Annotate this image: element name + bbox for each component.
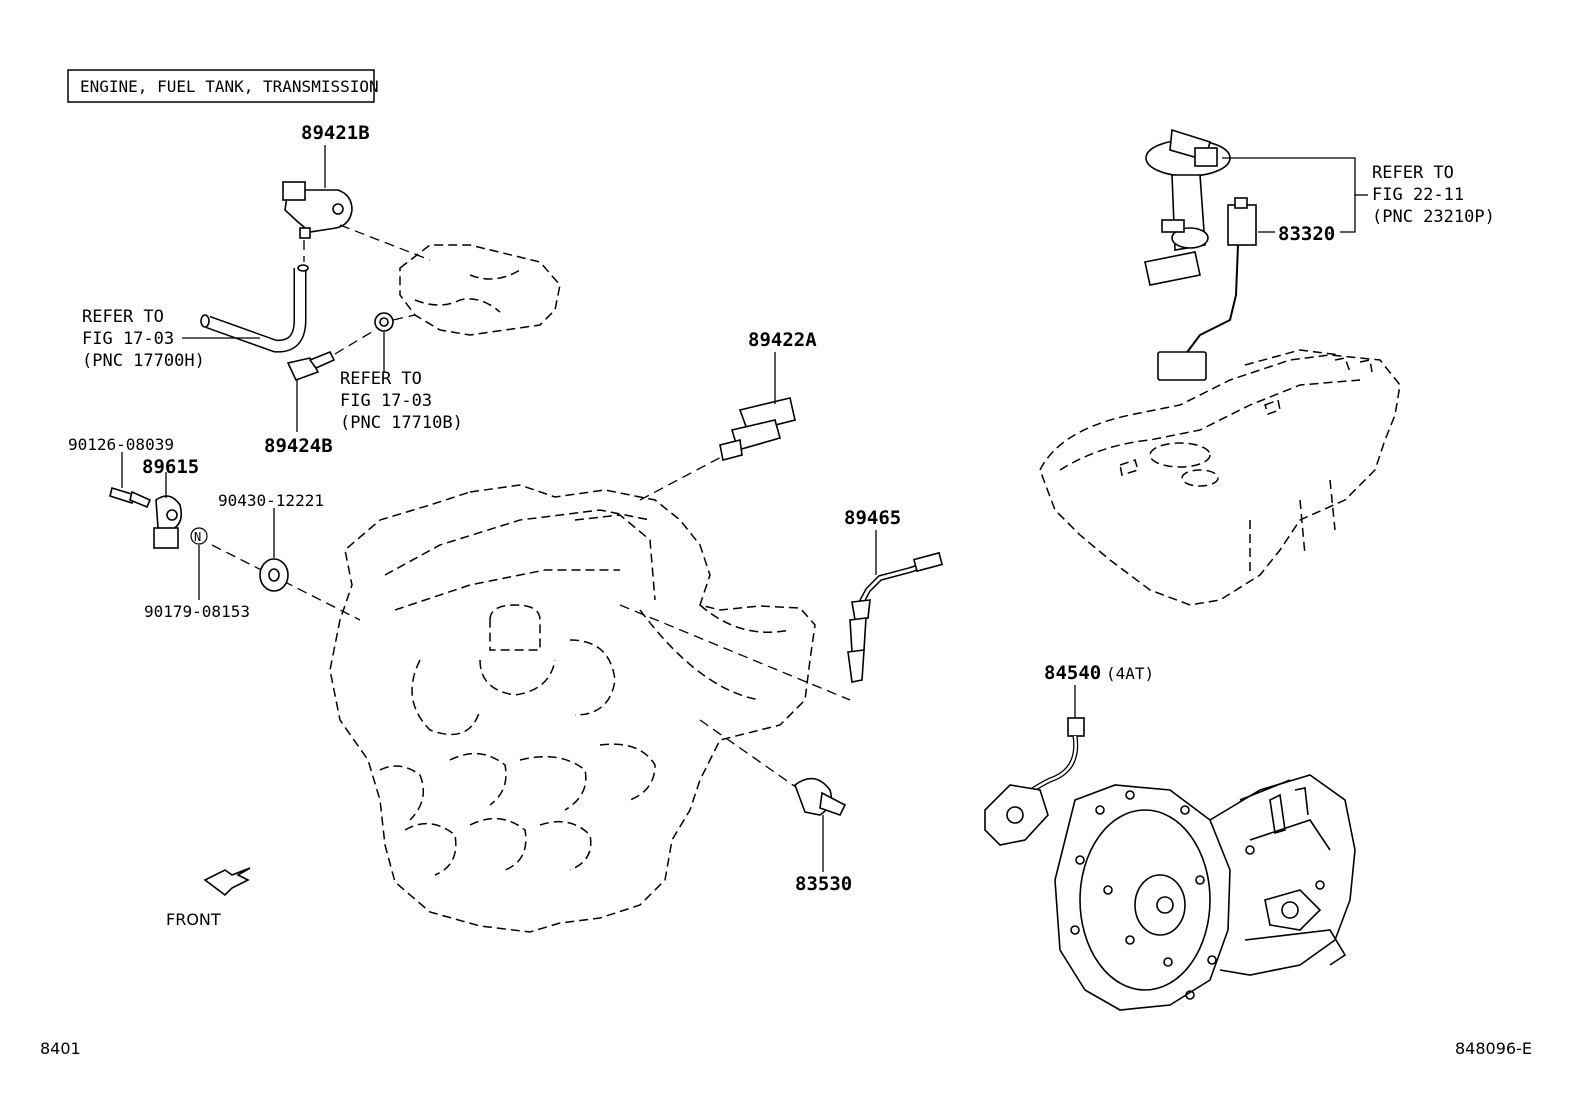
ref-17700H-line1: REFER TO (82, 307, 164, 327)
part-89421B-map-sensor[interactable] (282, 181, 353, 239)
callout-83320: 83320 (1278, 223, 1335, 245)
ref-23210P-line3: (PNC 23210P) (1372, 207, 1495, 227)
transmission-assy-outline (1054, 774, 1356, 1011)
leader-grommet-dash (334, 329, 376, 355)
part-89424B-intake-temp-sensor[interactable] (286, 312, 394, 382)
part-fuel-pump-assy (1144, 128, 1231, 286)
callout-90126-08039: 90126-08039 (68, 435, 174, 454)
callout-83530: 83530 (795, 873, 852, 895)
leader-89422A-dash (639, 454, 726, 501)
ref-17710B-line1: REFER TO (340, 369, 422, 389)
ref-23210P-line2: FIG 22-11 (1372, 185, 1464, 205)
ref-17710B-line3: (PNC 17710B) (340, 413, 463, 433)
callout-89422A: 89422A (748, 329, 817, 351)
front-arrow-icon (203, 867, 251, 897)
part-90126-08039-bolt[interactable] (109, 486, 152, 509)
part-84540-neutral-start-switch[interactable] (984, 717, 1085, 846)
callout-89421B: 89421B (301, 122, 370, 144)
leader-grommet2-dash (392, 314, 416, 321)
part-89465-oxygen-sensor[interactable] (847, 551, 944, 683)
callout-90430-12221: 90430-12221 (218, 491, 324, 510)
drawing-code: 848096-E (1455, 1039, 1532, 1058)
callout-89424B: 89424B (264, 435, 333, 457)
leader-83530-dash (699, 719, 801, 791)
callout-89465: 89465 (844, 507, 901, 529)
callout-84540: 84540 (1044, 662, 1101, 684)
leader-89421B-dash (339, 224, 431, 261)
vacuum-hose (200, 264, 309, 353)
part-90430-12221-gasket[interactable] (259, 558, 289, 592)
intake-cover-outline (399, 244, 561, 336)
engine-block-outline (329, 484, 816, 933)
page-code: 8401 (40, 1039, 81, 1058)
ref-17710B-line2: FIG 17-03 (340, 391, 432, 411)
part-89422A-sensor[interactable] (719, 397, 796, 461)
ref-17700H-line2: FIG 17-03 (82, 329, 174, 349)
ref-17700H-line3: (PNC 17700H) (82, 351, 205, 371)
section-title-frame (67, 69, 375, 103)
callout-89615: 89615 (142, 456, 199, 478)
callout-90179-08153: 90179-08153 (144, 602, 250, 621)
fuel-tank-outline (1039, 349, 1401, 606)
part-83530-oil-pressure-switch[interactable] (794, 777, 847, 816)
part-83320-fuel-sender[interactable] (1157, 197, 1257, 381)
section-title-box: ENGINE, FUEL TANK, TRANSMISSION (67, 69, 379, 103)
ref-23210P-line1: REFER TO (1372, 163, 1454, 183)
new-part-symbol: N (190, 527, 208, 545)
part-89615-knock-sensor[interactable] (153, 495, 183, 549)
leader-89465-dash (619, 604, 851, 701)
section-title: ENGINE, FUEL TANK, TRANSMISSION (80, 77, 379, 96)
callout-84540-note: (4AT) (1106, 664, 1154, 683)
new-part-mark: N (194, 530, 201, 544)
front-label: FRONT (166, 910, 221, 929)
